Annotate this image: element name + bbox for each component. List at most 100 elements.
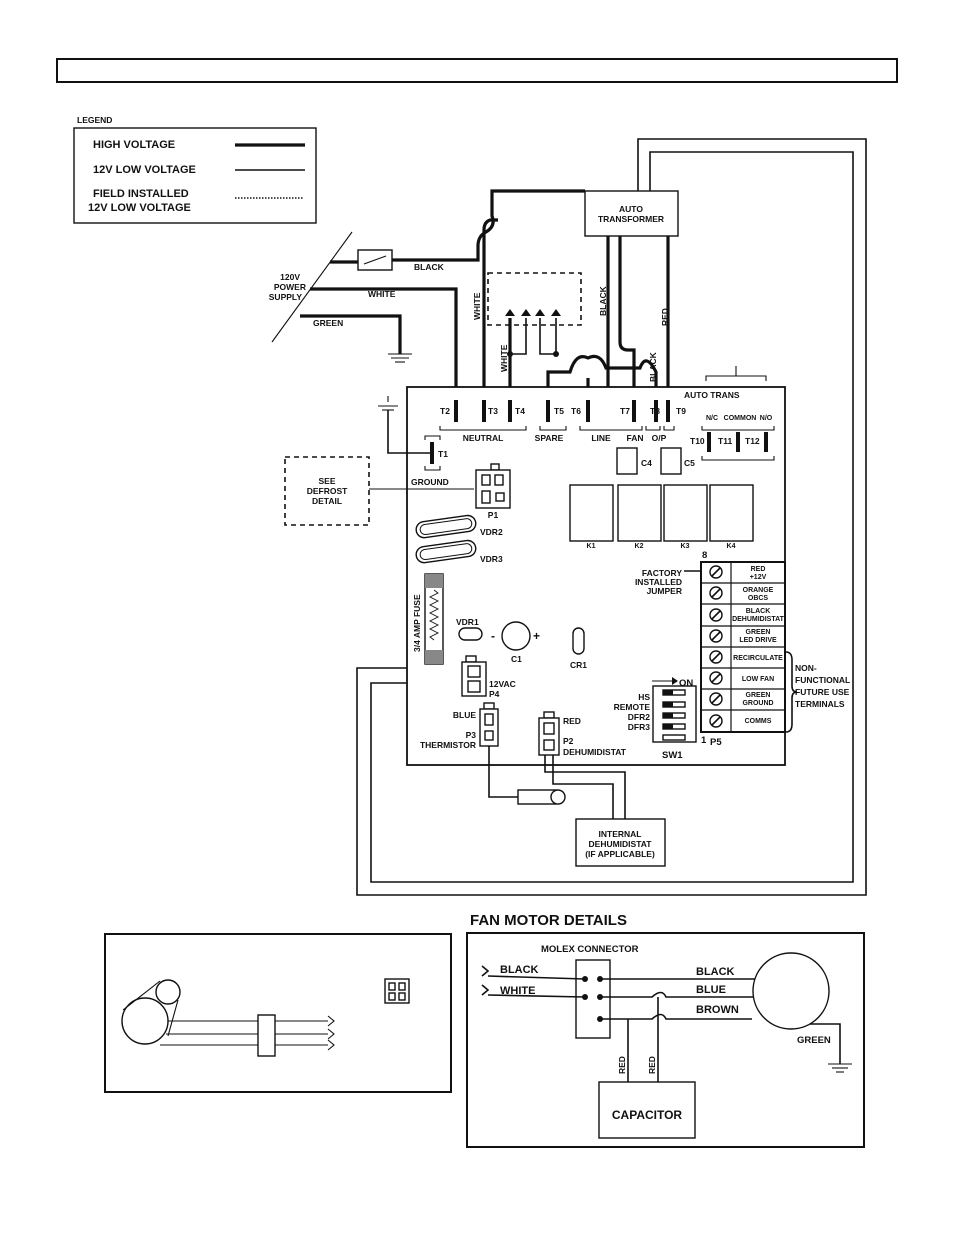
sw-label-remote: REMOTE [614,702,651,712]
fan-white-in: WHITE [500,985,535,997]
sw-label-hs: HS [638,692,650,702]
legend-field-installed-2: 12V LOW VOLTAGE [88,202,191,214]
field-installed-box [487,272,582,326]
terminal-t11: T11 [718,436,732,446]
wire-red: RED [660,308,670,326]
factory-jumper-1: FACTORY [642,568,682,578]
capacitor-c1 [501,621,531,651]
capacitor-label: CAPACITOR [612,1108,683,1122]
fan-motor [752,952,830,1030]
p3-blue: BLUE [453,710,476,720]
p4-label-1: 12VAC [489,679,516,689]
terminal-t4: T4 [515,406,525,416]
wire-white-b: WHITE [499,344,509,372]
terminal-t7: T7 [620,406,630,416]
legend-title: LEGEND [77,115,112,125]
p5-row-5a: RECIRCULATE [733,655,783,662]
terminal-t12: T12 [745,436,760,446]
nonfunc-4: TERMINALS [795,699,845,709]
p5-terminal-strip: 8 RED +12V ORANGE OBCS BLACK DEHUMIDISTA… [700,550,786,748]
capacitor-c5 [660,447,682,475]
legend-low-voltage: 12V LOW VOLTAGE [93,164,196,176]
relay-k2 [617,484,662,542]
wire-black-label: BLACK [414,262,445,272]
p2-label: P2 [563,736,574,746]
nonfunc-1: NON- [795,663,817,673]
terminal-t5: T5 [554,406,564,416]
capacitor-c4 [616,447,638,475]
fan-black-in: BLACK [500,964,539,976]
terminal-t8: T8 [650,406,660,416]
nonfunc-3: FUTURE USE [795,687,850,697]
p5-row-8a: COMMS [745,718,772,725]
c1-minus: - [491,629,495,643]
wire-black-b: BLACK [648,351,658,382]
auto-trans-terminals: AUTO TRANS N/C COMMON N/O T10 T11 T12 [684,366,775,461]
top-terminals: T2 T3 T4 T5 T6 T7 T8 T9 NEUTRAL SPARE LI… [439,400,686,443]
group-op: O/P [652,433,667,443]
terminal-t6: T6 [571,406,581,416]
p5-row-4a: GREEN [746,629,771,636]
fan-green: GREEN [797,1035,831,1046]
terminal-t10: T10 [690,436,705,446]
factory-jumper-2: INSTALLED [635,577,682,587]
fan-motor-details: FAN MOTOR DETAILS MOLEX CONNECTOR BLACK … [466,912,865,1148]
relays: K1 K2 K3 K4 [569,484,754,550]
relay-k4-label: K4 [727,543,736,550]
relay-k3 [663,484,708,542]
defrost-motor-small [155,979,181,1005]
relay-k1-label: K1 [587,543,596,550]
cr1-label: CR1 [570,660,587,670]
group-nc: N/C [706,415,718,422]
fuse-label: 3/4 AMP FUSE [412,594,422,652]
group-common: COMMON [724,415,757,422]
molex-label: MOLEX CONNECTOR [541,944,639,955]
fan-brown-out: BROWN [696,1004,739,1016]
vdr2-label: VDR2 [480,527,503,537]
p4-connector: 12VAC P4 [461,655,516,699]
p5-bottom-number: 1 [701,735,707,746]
cr1 [572,627,585,655]
relay-k3-label: K3 [681,543,690,550]
internal-dehum-2: DEHUMIDISTAT [589,839,653,849]
wire-green-label: GREEN [313,318,343,328]
ground-label: GROUND [411,477,449,487]
wire-black-a: BLACK [598,285,608,316]
vdr2 [415,514,477,539]
terminal-t9: T9 [676,406,686,416]
power-label-1: 120V [280,272,300,282]
internal-dehum-3: (IF APPLICABLE) [585,849,655,859]
terminal-t1: T1 [438,449,448,459]
c5-label: C5 [684,458,695,468]
thermistor-sensor [517,789,557,805]
sw-label-dfr3: DFR3 [628,722,650,732]
p5-row-3b: DEHUMIDISTAT [732,616,785,623]
fan-black-out: BLACK [696,966,735,978]
factory-jumper-3: JUMPER [647,586,682,596]
p3-thermistor: THERMISTOR [420,740,476,750]
transformer-label-2: TRANSFORMER [598,214,664,224]
p5-label: P5 [710,737,722,748]
vdr1 [458,627,483,641]
p5-row-2a: ORANGE [743,587,774,594]
terminal-t3: T3 [488,406,498,416]
nonfunc-2: FUNCTIONAL [795,675,850,685]
sw-label-dfr2: DFR2 [628,712,650,722]
legend-high-voltage: HIGH VOLTAGE [93,139,175,151]
p5-row-7a: GREEN [746,692,771,699]
legend: LEGEND HIGH VOLTAGE 12V LOW VOLTAGE FIEL… [73,115,317,224]
group-line: LINE [591,433,611,443]
relay-k4 [709,484,754,542]
p5-row-3a: BLACK [746,608,771,615]
sw1-label: SW1 [662,750,683,761]
fan-red-a: RED [617,1056,627,1074]
capacitor-box [598,1081,696,1139]
group-no: N/O [760,415,773,422]
p5-row-2b: OBCS [748,595,769,602]
p5-row-4b: LED DRIVE [739,637,777,644]
p2-connector: RED P2 DEHUMIDISTAT [538,711,627,757]
p5-row-6a: LOW FAN [742,676,774,683]
power-label-2: POWER [274,282,306,292]
fan-red-b: RED [647,1056,657,1074]
